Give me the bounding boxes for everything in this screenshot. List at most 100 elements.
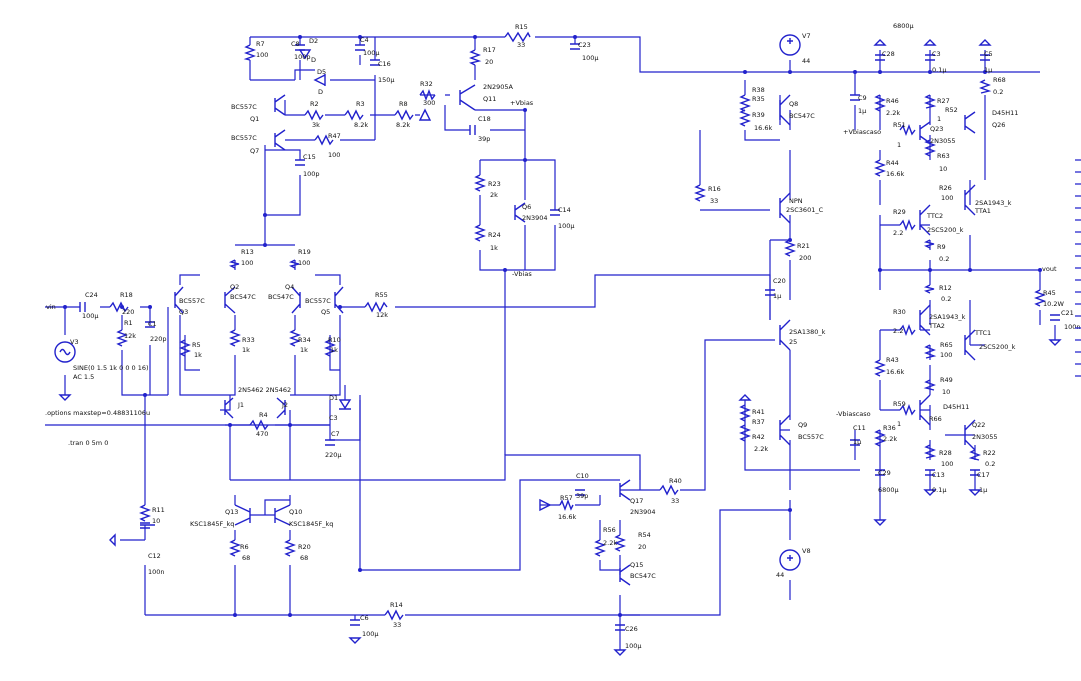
label-C21: C21 — [1061, 309, 1074, 317]
label-R47: R47 — [328, 132, 341, 140]
label-C10: C10 — [576, 472, 589, 480]
label-C29-val: 6800µ — [878, 486, 899, 494]
label-R59-val: 1 — [897, 420, 901, 428]
label-C26: C26 — [625, 625, 638, 633]
label-R65: R65 — [940, 341, 953, 349]
label-R18-val: 220 — [122, 308, 134, 316]
label-TTA1: TTA1 — [974, 207, 991, 215]
label-Q2-part: BC547C — [230, 293, 256, 301]
label-R4-val: 470 — [256, 430, 268, 438]
component-labels: R15 33 C23 100µ 6800µ R7 100 C8 100p D2 … — [45, 22, 1081, 650]
label-Q4-part: BC547C — [268, 293, 294, 301]
label-Q10: Q10 — [289, 508, 302, 516]
label-R43: R43 — [886, 356, 899, 364]
label-R57: R57 — [560, 494, 573, 502]
label-R46: R46 — [886, 97, 899, 105]
label-Q8b-part: BC547C — [789, 112, 815, 120]
label-TTA2: TTA2 — [928, 322, 945, 330]
label-R32: R32 — [420, 80, 433, 88]
label-R1-val: 12k — [124, 332, 136, 340]
label-R6-val: 68 — [242, 554, 250, 562]
label-R49: R49 — [940, 376, 953, 384]
label-R30: R30 — [893, 308, 906, 316]
label-C16: C16 — [378, 60, 391, 68]
label-R13: R13 — [241, 248, 254, 256]
label-R22-val: 0.2 — [985, 460, 995, 468]
label-C26-val: 100µ — [625, 642, 642, 650]
label-R44: R44 — [886, 159, 899, 167]
label-R15-val: 33 — [517, 41, 525, 49]
label-R9-val: 0.2 — [939, 255, 949, 263]
label-R29-val: 2.2 — [893, 229, 903, 237]
label-R56: R56 — [603, 526, 616, 534]
label-R8-val: 8.2k — [396, 121, 410, 129]
label-R13-val: 100 — [241, 259, 253, 267]
label-R35: R35 — [752, 95, 765, 103]
label-R7: R7 — [256, 40, 265, 48]
label-Q13: Q13 — [225, 508, 238, 516]
sources — [54, 34, 801, 571]
label-Q26: Q26 — [992, 121, 1005, 129]
label-R2: R2 — [310, 100, 319, 108]
label-R17-val: 20 — [485, 58, 493, 66]
label-R23: R23 — [488, 180, 501, 188]
label-Q11-part: 2N2905A — [483, 83, 514, 91]
label-C10-val: 39p — [576, 492, 588, 500]
label-Q10-part: KSC1845F_kq — [289, 520, 333, 528]
label-TTC2: TTC2 — [926, 212, 943, 220]
label-C17: C17 — [977, 471, 990, 479]
label-D45H11-top: D45H11 — [992, 109, 1018, 117]
label-R68-val: 0.2 — [993, 88, 1003, 96]
label-J-parts: 2N5462 2N5462 — [238, 386, 291, 394]
label-R10: R10 — [328, 336, 341, 344]
label-R44-val: 16.6k — [886, 170, 904, 178]
label-C3b: C3 — [932, 50, 941, 58]
label-R20-val: 68 — [300, 554, 308, 562]
label-Q22: Q22 — [972, 421, 985, 429]
label-TTC1: TTC1 — [974, 329, 991, 337]
label-D2: D2 — [309, 37, 318, 45]
label-C3b-val: 0.1µ — [932, 66, 946, 74]
label-C13: C13 — [932, 471, 945, 479]
label-R26-val: 100 — [941, 194, 953, 202]
label-vbias-neg: -Vbias — [512, 270, 532, 278]
label-R46-val: 2.2k — [886, 109, 900, 117]
transistors — [174, 84, 976, 586]
label-R7-val: 100 — [256, 51, 268, 59]
label-NPN: NPN — [789, 197, 803, 205]
label-Q8-part: 2N3904 — [522, 214, 548, 222]
grounds — [58, 39, 1062, 656]
label-R55-val: 12k — [376, 311, 388, 319]
label-R36: R36 — [883, 424, 896, 432]
label-Q15: Q15 — [630, 561, 643, 569]
label-R55: R55 — [375, 291, 388, 299]
label-R11: R11 — [152, 506, 165, 514]
label-C18: C18 — [478, 115, 491, 123]
label-C1: C1 — [148, 320, 157, 328]
label-C15: C15 — [303, 153, 316, 161]
label-R39: R39 — [752, 111, 765, 119]
label-R41: R41 — [752, 408, 765, 416]
label-R34-val: 1k — [300, 346, 308, 354]
label-R52-val: 1 — [937, 115, 941, 123]
label-C23: C23 — [578, 41, 591, 49]
label-Q3-part: BC557C — [179, 297, 205, 305]
label-Q17-part: 2N3904 — [630, 508, 656, 516]
label-6800u-top: 6800µ — [893, 22, 914, 30]
label-R68: R68 — [993, 76, 1006, 84]
label-2SA1943-bot: 2SA1943_k — [929, 313, 966, 321]
label-D1: D1 — [329, 394, 338, 402]
label-Q22-part: 2N3055 — [972, 433, 998, 441]
label-R12: R12 — [939, 284, 952, 292]
label-C11: C11 — [853, 424, 866, 432]
label-R2-val: 3k — [312, 121, 320, 129]
label-Q17: Q17 — [630, 497, 643, 505]
label-R51: R51 — [893, 121, 906, 129]
label-C20-val: 1µ — [773, 292, 781, 300]
label-R26: R26 — [939, 184, 952, 192]
label-D5: D5 — [317, 68, 326, 76]
label-R14: R14 — [390, 601, 403, 609]
label-R28: R28 — [939, 449, 952, 457]
